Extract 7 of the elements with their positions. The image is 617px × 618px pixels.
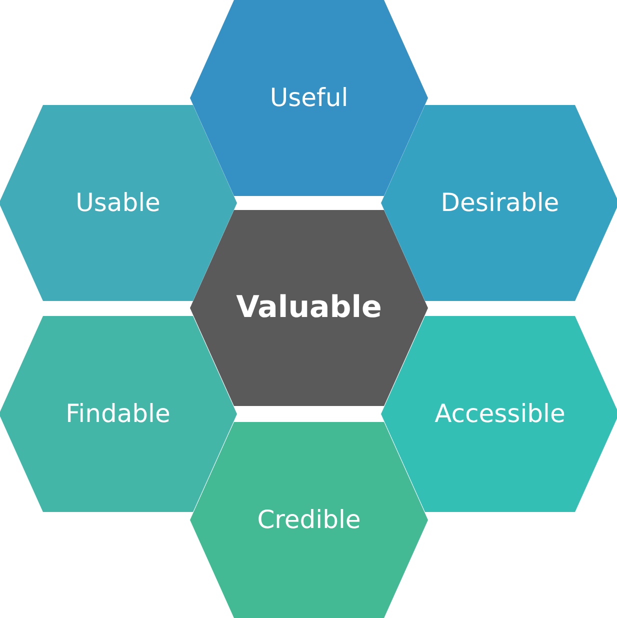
hexagon-label: Valuable xyxy=(235,290,383,326)
hexagon-label: Useful xyxy=(268,83,350,113)
hexagon-label: Desirable xyxy=(440,188,560,218)
hexagon-label: Credible xyxy=(256,505,362,535)
hexagon-label: Usable xyxy=(74,188,162,218)
hexagon-label: Accessible xyxy=(434,399,566,429)
hexagon-label: Findable xyxy=(64,399,172,429)
